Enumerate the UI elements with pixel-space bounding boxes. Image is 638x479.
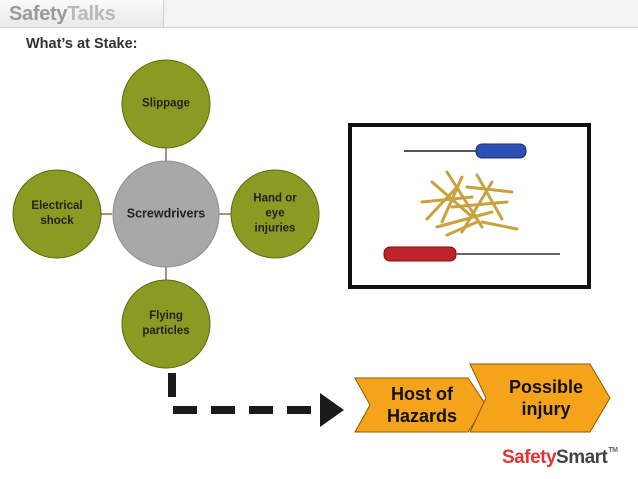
safetysmart-logo: SafetySmartTM	[502, 447, 618, 469]
brand-part-1: Safety	[502, 447, 557, 468]
blue-screwdriver-handle	[475, 143, 527, 159]
dashed-arrow-line	[168, 373, 335, 414]
trademark: TM	[608, 447, 618, 454]
node-right-circle	[230, 169, 320, 259]
node-bottom-label: Flying particles	[142, 310, 190, 337]
logo-tab: SafetyTalks	[0, 0, 164, 27]
dashed-arrow-head	[320, 393, 344, 427]
red-screwdriver-handle	[383, 246, 457, 262]
step1-label: Host of Hazards	[386, 384, 458, 426]
brand-part-2: Smart	[556, 447, 608, 468]
screwdrivers-illustration	[383, 143, 560, 262]
safetytalks-logo: SafetyTalks	[9, 3, 116, 26]
top-bar: SafetyTalks	[0, 0, 638, 28]
logo-part-1: Safety	[9, 3, 68, 25]
node-left-circle	[12, 169, 102, 259]
screws-pile	[420, 170, 519, 237]
node-left-label: Electrical shock	[31, 200, 83, 227]
node-top-circle	[121, 59, 211, 149]
screwdrivers-photo	[348, 123, 591, 289]
logo-part-2: Talks	[67, 3, 116, 25]
center-label: Screwdrivers	[126, 206, 206, 221]
chevron-host-of-hazards	[354, 377, 487, 433]
slide-title: What’s at Stake:	[26, 36, 138, 52]
node-right-label: Hand or eye injuries	[253, 192, 297, 235]
step2-label: Possible injury	[508, 377, 584, 419]
photo-canvas	[352, 127, 587, 285]
chevron-possible-injury	[469, 363, 611, 433]
node-top-label: Slippage	[142, 97, 190, 110]
node-bottom-circle	[121, 279, 211, 369]
center-circle	[112, 160, 220, 268]
